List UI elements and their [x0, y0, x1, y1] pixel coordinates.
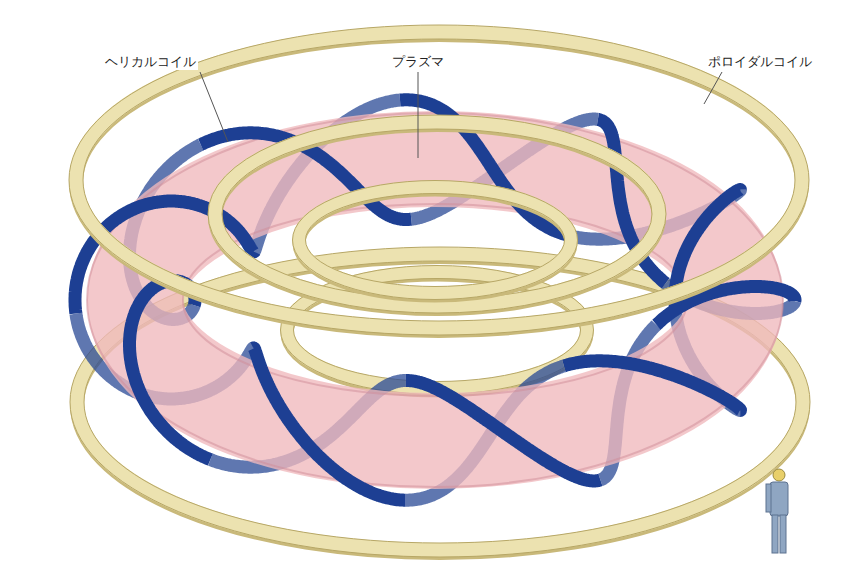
helical-coil: [564, 361, 741, 411]
coil-ring-edge: [83, 39, 795, 321]
coil-ring: [299, 187, 571, 293]
leader-lines: [200, 72, 722, 158]
person-leg: [780, 515, 786, 553]
coil-ring-edge: [293, 181, 578, 300]
coil-ring: [76, 32, 802, 328]
helical-coil: [788, 300, 801, 301]
helical-coil: [406, 381, 601, 481]
person-scale-figure: [766, 469, 788, 553]
part-label: ヘリカルコイル: [103, 54, 198, 70]
leader-line: [200, 72, 228, 142]
part-label: ポロイダルコイル: [706, 54, 814, 70]
person-body: [770, 482, 788, 516]
helical-coil: [253, 348, 405, 500]
person-arm: [766, 484, 771, 512]
coil-ring-edge: [306, 194, 565, 287]
person-leg: [772, 515, 778, 553]
upper-poloidal-coils: [69, 25, 809, 335]
helical-coil: [130, 281, 211, 460]
leader-line: [704, 72, 722, 104]
coil-ring-edge: [69, 25, 809, 335]
leader-line: [418, 72, 419, 158]
coil-ring-edge: [222, 129, 652, 299]
helical-coil-front: [75, 100, 795, 500]
helical-coil-back: [76, 100, 795, 500]
part-label: プラズマ: [390, 54, 446, 70]
coil-ring: [215, 122, 659, 306]
coil-ring-edge: [208, 115, 666, 313]
person-head: [773, 469, 785, 481]
